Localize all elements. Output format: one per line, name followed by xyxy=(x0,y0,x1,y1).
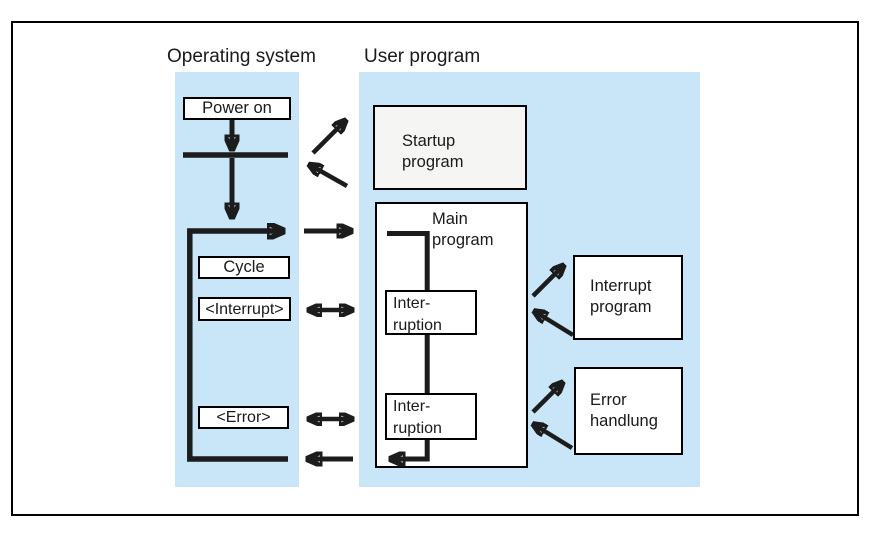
interruption-top-box: Inter- ruption xyxy=(385,290,477,335)
error-handling-box: Error handlung xyxy=(574,367,683,455)
power-on-label: Power on xyxy=(202,99,272,117)
error-event-box: <Error> xyxy=(198,406,289,429)
interruption-bottom-box: Inter- ruption xyxy=(385,393,477,440)
cycle-label: Cycle xyxy=(223,258,265,276)
interrupt-event-box: <Interrupt> xyxy=(198,297,291,321)
interrupt-program-box: Interrupt program xyxy=(573,255,683,340)
error-event-label: <Error> xyxy=(216,409,271,426)
user-program-column-title: User program xyxy=(364,46,481,67)
cycle-box: Cycle xyxy=(198,256,290,279)
startup-program-box: Startup program xyxy=(373,105,527,190)
power-on-box: Power on xyxy=(183,97,291,120)
os-column-title: Operating system xyxy=(167,46,316,67)
interrupt-event-label: <Interrupt> xyxy=(205,300,284,318)
